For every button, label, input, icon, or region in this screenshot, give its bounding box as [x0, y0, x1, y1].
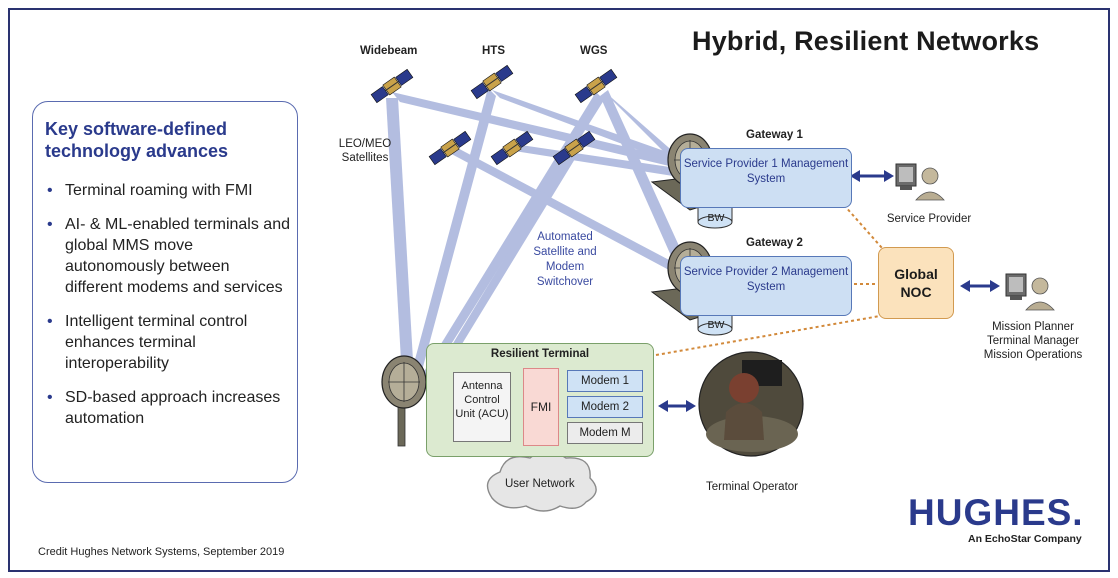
switchover-label: Automated Satellite and Modem Switchover [533, 231, 597, 288]
echostar-tagline: An EchoStar Company [968, 533, 1082, 545]
key-advances-box: Key software-defined technology advances… [32, 101, 298, 483]
modem-m-box: Modem M [567, 422, 643, 444]
acu-box: Antenna Control Unit (ACU) [453, 372, 511, 442]
list-item: AI- & ML-enabled terminals and global MM… [43, 214, 291, 298]
service-provider-person-icon [895, 163, 945, 201]
hughes-logo: HUGHES. [908, 492, 1084, 533]
key-advances-title: Key software-defined technology advances [45, 119, 229, 161]
bw-label: BW [707, 212, 725, 224]
gateway-2-label: Gateway 2 [746, 237, 803, 249]
bw-label: BW [707, 319, 725, 331]
user-network-label: User Network [505, 478, 575, 490]
leo-meo-label: LEO/MEO Satellites [338, 138, 392, 164]
key-advances-list: Terminal roaming with FMI AI- & ML-enabl… [43, 180, 291, 442]
mission-operations-label: Mission Planner Terminal Manager Mission… [983, 321, 1083, 361]
modem-2-box: Modem 2 [567, 396, 643, 418]
page-title: Hybrid, Resilient Networks [692, 26, 1040, 56]
service-provider-1-system: Service Provider 1 Management System [680, 148, 852, 208]
modem-1-box: Modem 1 [567, 370, 643, 392]
list-item: Intelligent terminal control enhances te… [43, 311, 291, 374]
widebeam-label: Widebeam [360, 45, 418, 57]
terminal-operator-label: Terminal Operator [705, 481, 799, 493]
hts-label: HTS [482, 45, 505, 57]
wgs-label: WGS [580, 45, 608, 57]
service-provider-2-system: Service Provider 2 Management System [680, 256, 852, 316]
double-arrow-icon [960, 280, 1000, 292]
fmi-box: FMI [523, 368, 559, 446]
double-arrow-icon [658, 400, 696, 412]
network-links [655, 195, 883, 356]
service-provider-label: Service Provider [886, 213, 972, 225]
list-item: Terminal roaming with FMI [43, 180, 291, 201]
terminal-antenna-icon [381, 355, 427, 447]
gateway-1-label: Gateway 1 [746, 129, 803, 141]
credit-text: Credit Hughes Network Systems, September… [38, 546, 285, 558]
double-arrow-icon [850, 170, 894, 182]
terminal-operator-photo [698, 351, 804, 457]
user-network-cloud-icon [486, 450, 597, 512]
resilient-terminal-title: Resilient Terminal [490, 348, 590, 360]
mission-planner-person-icon [1005, 273, 1055, 311]
global-noc-box: Global NOC [878, 247, 954, 319]
resilient-terminal-box: Resilient Terminal Antenna Control Unit … [426, 343, 654, 457]
list-item: SD-based approach increases automation [43, 387, 291, 429]
